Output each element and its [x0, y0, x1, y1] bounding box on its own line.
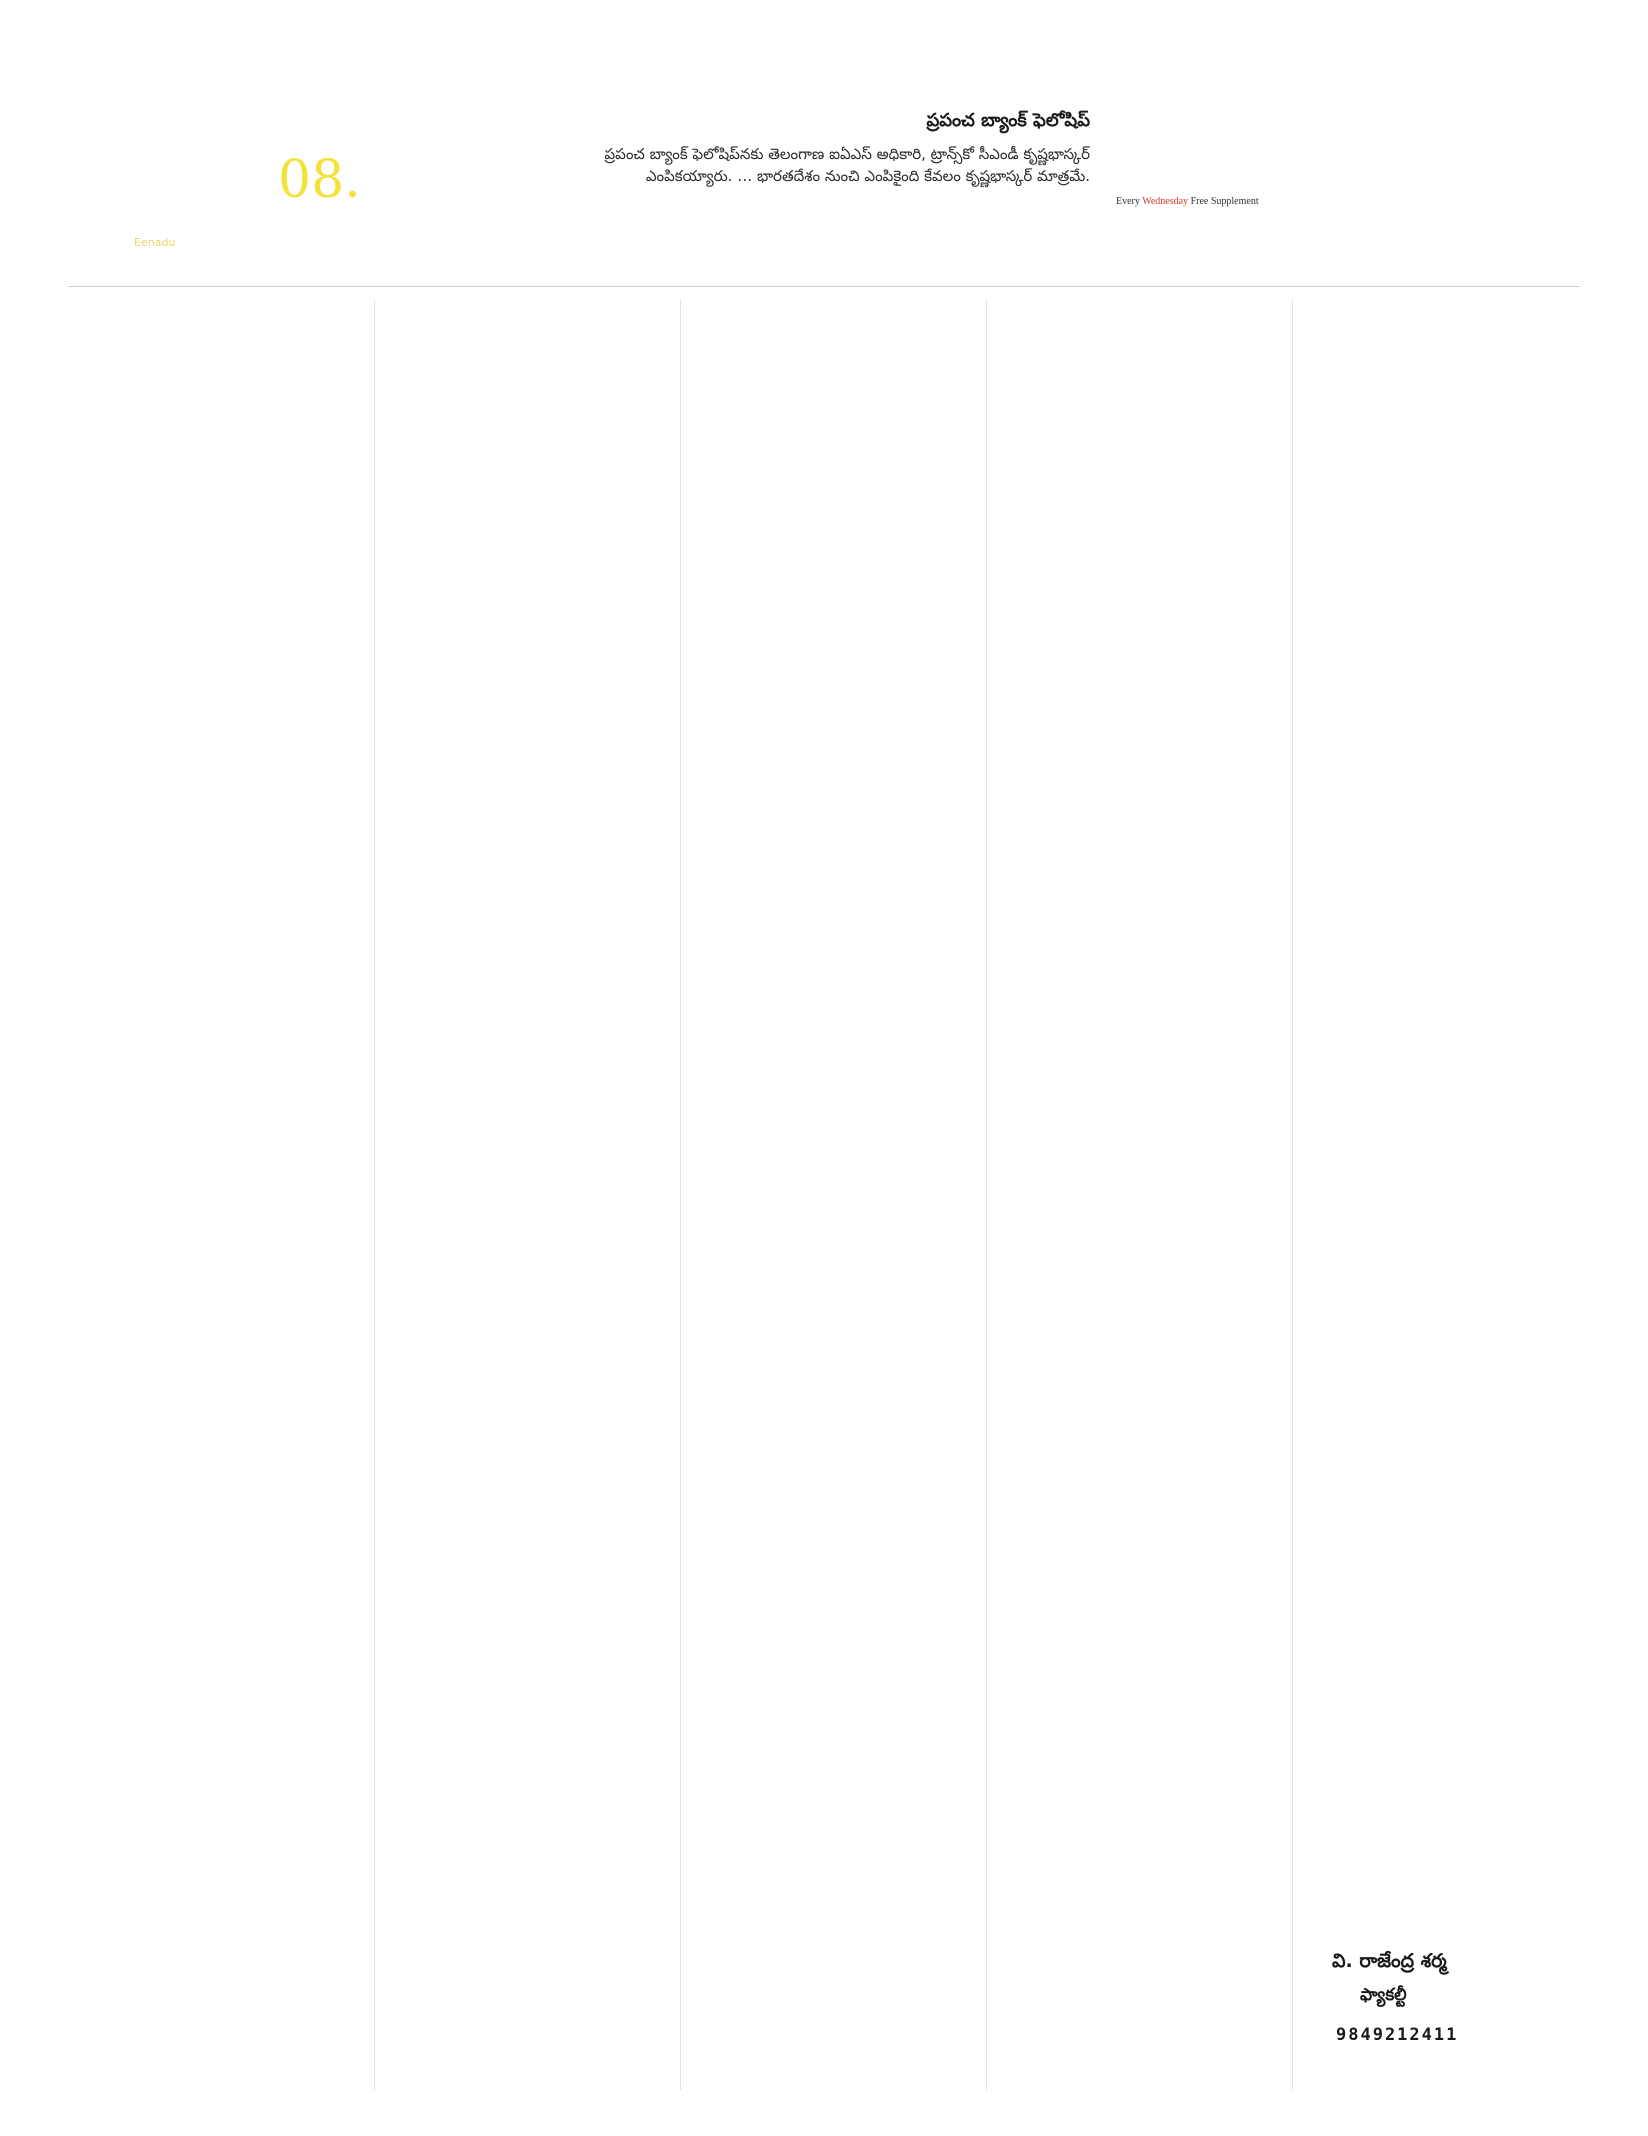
supplement-suffix: Free Supplement [1188, 196, 1259, 207]
author-name: వి. రాజేంద్ర శర్మ [1332, 1950, 1447, 1972]
article-column [68, 300, 356, 2090]
edition-label: Eenadu [134, 236, 176, 249]
header-divider [68, 286, 1580, 287]
article-column [1292, 300, 1580, 2090]
article-columns [68, 300, 1580, 2090]
supplement-note: Every Wednesday Free Supplement [1116, 196, 1259, 207]
author-role: ఫ్యాకల్టీ [1360, 1985, 1407, 2005]
lead-story: ప్రపంచ బ్యాంక్ ఫెలోషిప్ ప్రపంచ బ్యాంక్ ఫ… [545, 110, 1091, 187]
author-phone: 9849212411 [1336, 2025, 1459, 2045]
page-number: 08. [278, 150, 361, 210]
article-column [680, 300, 968, 2090]
lead-story-title: ప్రపంచ బ్యాంక్ ఫెలోషిప్ [926, 110, 1090, 131]
supplement-day: Wednesday [1142, 196, 1189, 207]
byline: వి. రాజేంద్ర శర్మ ఫ్యాకల్టీ 9849212411 [1332, 1950, 1572, 2045]
article-column [986, 300, 1274, 2090]
lead-story-excerpt: ప్రపంచ బ్యాంక్ ఫెలోషిప్‌నకు తెలంగాణ ఐఏఎస… [604, 145, 1091, 185]
supplement-prefix: Every [1116, 196, 1143, 207]
article-column [374, 300, 662, 2090]
